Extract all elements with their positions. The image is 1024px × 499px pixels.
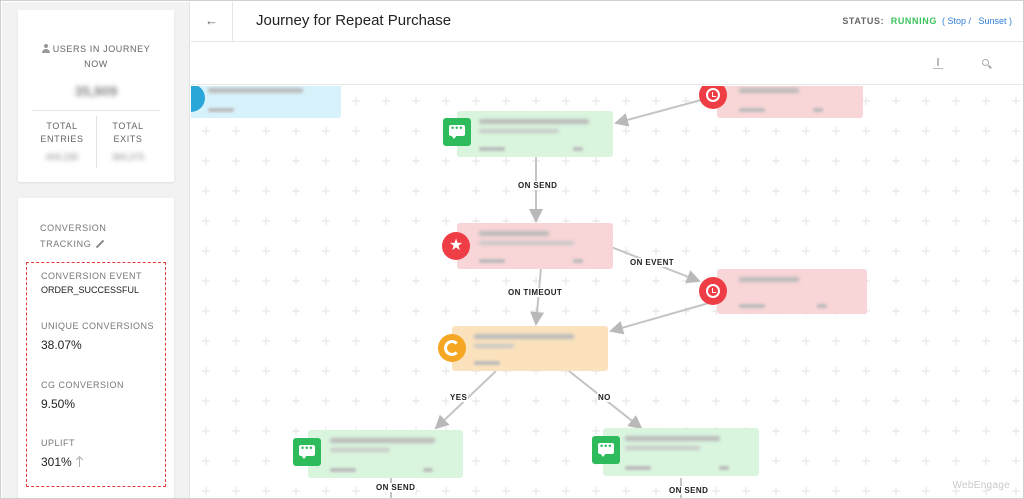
edge-label-no: NO (597, 393, 612, 402)
send-sms-node-3[interactable] (603, 428, 759, 476)
clock-icon (699, 86, 727, 109)
sms-bubble-icon (293, 438, 321, 466)
wait-node[interactable] (717, 86, 863, 118)
edge-label-on-send: ON SEND (517, 181, 559, 190)
ring-icon (438, 334, 466, 362)
unique-conversions-value: 38.07% (41, 338, 82, 352)
edge-label-on-timeout: ON TIMEOUT (507, 288, 564, 297)
status-badge: RUNNING (890, 16, 937, 26)
total-entries-label: TOTAL ENTRIES (40, 121, 84, 144)
arrow-up-icon (76, 456, 84, 467)
download-icon[interactable] (933, 58, 943, 70)
send-sms-node-2[interactable] (308, 430, 463, 478)
total-exits-label: TOTAL EXITS (112, 121, 144, 144)
journey-canvas[interactable]: ★ ON SEND ON EVENT ON TIMEOUT YES NO ON … (191, 86, 1023, 498)
cg-conversion-value: 9.50% (41, 397, 76, 411)
sunset-link[interactable]: Sunset (978, 16, 1007, 26)
edge-label-on-event: ON EVENT (629, 258, 676, 267)
segment-split-node[interactable] (452, 326, 608, 371)
star-icon: ★ (442, 232, 470, 260)
users-in-journey-count: 35,909 (74, 83, 118, 99)
conversion-event-label: CONVERSION EVENT (41, 271, 143, 281)
users-in-journey-label: USERS IN JOURNEY NOW (18, 42, 174, 72)
conversion-highlight-box: CONVERSION EVENT ORDER_SUCCESSFUL UNIQUE… (26, 262, 166, 487)
stats-sidebar: USERS IN JOURNEY NOW 35,909 TOTAL ENTRIE… (2, 2, 190, 498)
arrow-left-icon: ← (205, 13, 218, 28)
stop-link[interactable]: Stop (947, 16, 966, 26)
divider (96, 116, 97, 168)
uplift-value: 301% (41, 455, 84, 469)
journey-header: ← Journey for Repeat Purchase STATUS: RU… (191, 2, 1023, 42)
wait-for-event-node[interactable] (457, 223, 613, 269)
conversion-tracking-title: CONVERSION TRACKING (40, 223, 107, 249)
wait-node-2[interactable] (717, 269, 867, 314)
entry-trigger-icon (191, 86, 205, 112)
back-button[interactable]: ← (191, 2, 233, 42)
total-entries-value: 409,235 (45, 152, 79, 162)
sms-bubble-icon (443, 118, 471, 146)
cg-conversion-label: CG CONVERSION (41, 380, 125, 390)
total-exits-value: 369,275 (111, 152, 145, 162)
journey-status: STATUS: RUNNING ( Stop / Sunset ) (842, 16, 1012, 26)
status-label: STATUS: (842, 16, 885, 26)
brand-watermark: WebEngage (952, 480, 1010, 491)
page-title: Journey for Repeat Purchase (256, 12, 452, 29)
pencil-icon[interactable] (96, 239, 105, 249)
sms-bubble-icon (592, 436, 620, 464)
edge-label-on-send: ON SEND (668, 486, 710, 495)
send-sms-node[interactable] (457, 111, 613, 157)
unique-conversions-label: UNIQUE CONVERSIONS (41, 321, 155, 331)
divider (32, 110, 160, 111)
conversion-tracking-card: CONVERSION TRACKING CONVERSION EVENT ORD… (18, 198, 174, 498)
conversion-event-value: ORDER_SUCCESSFUL (41, 285, 140, 295)
entry-trigger-node[interactable] (191, 86, 341, 118)
search-icon[interactable] (982, 59, 989, 66)
edge-label-on-send: ON SEND (375, 483, 417, 492)
user-icon (41, 44, 50, 53)
canvas-toolbar (191, 43, 1023, 85)
clock-icon (699, 277, 727, 305)
journey-stats-card: USERS IN JOURNEY NOW 35,909 TOTAL ENTRIE… (18, 10, 174, 182)
edge-label-yes: YES (449, 393, 469, 402)
uplift-label: UPLIFT (41, 438, 76, 448)
